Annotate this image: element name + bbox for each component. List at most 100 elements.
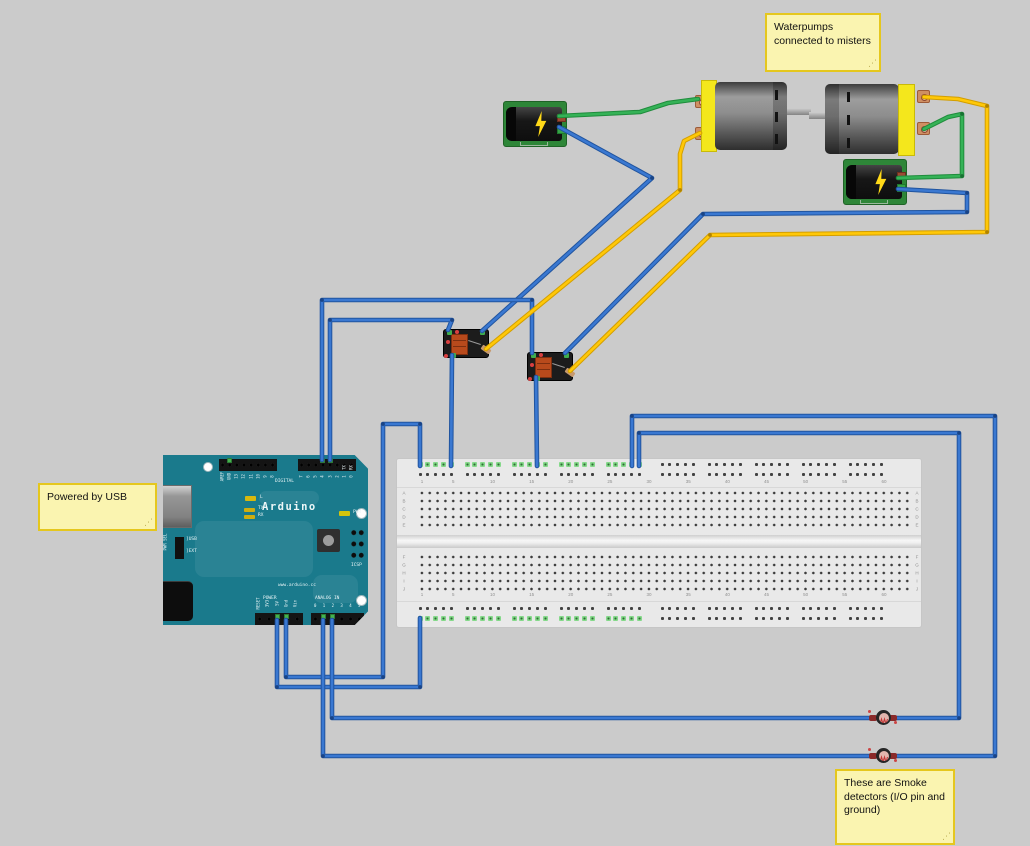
board-silkscreen-area bbox=[313, 575, 358, 603]
note-smoke-detectors[interactable]: These are Smoke detectors (I/O pin and g… bbox=[835, 769, 955, 845]
breadboard-label: F bbox=[915, 554, 919, 560]
lead-bend bbox=[868, 710, 871, 713]
wire-bendpoint[interactable] bbox=[965, 210, 969, 214]
wire-bendpoint[interactable] bbox=[985, 230, 989, 234]
wire-bendpoint[interactable] bbox=[701, 212, 705, 216]
wire-bendpoint[interactable] bbox=[708, 233, 712, 237]
photoresistor-1[interactable] bbox=[868, 710, 897, 726]
photoresistor1-leg[interactable] bbox=[889, 715, 897, 721]
power-section-label: POWER bbox=[263, 596, 277, 601]
wire-bendpoint[interactable] bbox=[418, 422, 422, 426]
reset-button-cap[interactable] bbox=[323, 535, 334, 546]
wire-photoresistor2-to-rail[interactable] bbox=[630, 414, 997, 758]
wire-bendpoint[interactable] bbox=[957, 431, 961, 435]
relay2-pad-common[interactable] bbox=[564, 353, 569, 358]
wire-bendpoint[interactable] bbox=[993, 754, 997, 758]
breadboard-grid-rows-f-j[interactable] bbox=[418, 553, 912, 593]
relay1-pad-unused[interactable] bbox=[446, 340, 450, 344]
led-pwr-label: PWR bbox=[353, 510, 362, 515]
breadboard-label: 5 bbox=[452, 479, 455, 484]
breadboard-label: B bbox=[915, 498, 919, 504]
wire-relay2-to-rail[interactable] bbox=[534, 375, 539, 468]
wire-bendpoint[interactable] bbox=[957, 716, 961, 720]
wire-relay1-to-rail[interactable] bbox=[449, 353, 454, 468]
wire-a2-to-photoresistor1[interactable] bbox=[330, 618, 871, 720]
relay2-pad-unused[interactable] bbox=[530, 363, 534, 367]
breadboard-label: 15 bbox=[529, 592, 535, 597]
wire-a2-to-photoresistor1[interactable] bbox=[329, 617, 872, 721]
note-waterpumps[interactable]: Waterpumps connected to misters ⋰ bbox=[765, 13, 881, 72]
battery-2[interactable] bbox=[843, 159, 907, 205]
digital-header-left[interactable] bbox=[219, 459, 277, 471]
wire-pin3-to-relay1[interactable] bbox=[328, 318, 454, 462]
wire-5v-to-rail[interactable] bbox=[275, 616, 422, 689]
icsp-header[interactable] bbox=[350, 527, 365, 561]
wire-photoresistor2-to-rail[interactable] bbox=[629, 413, 998, 759]
photoresistor-2[interactable] bbox=[868, 748, 897, 764]
wire-photoresistor1-to-rail[interactable] bbox=[636, 430, 962, 721]
wire-bendpoint[interactable] bbox=[960, 112, 964, 116]
arduino-board[interactable]: ICSP Arduino DIGITAL www.arduino.cc POWE… bbox=[163, 455, 368, 625]
wire-pin3-to-relay1[interactable] bbox=[327, 317, 455, 463]
breadboard-label: 25 bbox=[607, 592, 613, 597]
wire-bendpoint[interactable] bbox=[320, 298, 324, 302]
breadboard-grid-rows-a-e[interactable] bbox=[418, 489, 912, 529]
photoresistor2-leg[interactable] bbox=[889, 753, 897, 759]
wire-motor1-to-relay1[interactable] bbox=[484, 131, 702, 351]
wire-bendpoint[interactable] bbox=[330, 716, 334, 720]
wire-bendpoint[interactable] bbox=[381, 422, 385, 426]
wire-bendpoint[interactable] bbox=[530, 298, 534, 302]
relay1-pad-unused[interactable] bbox=[455, 330, 459, 334]
note-resize-handle[interactable]: ⋰ bbox=[942, 831, 951, 842]
wire-battery1-to-motor1[interactable] bbox=[557, 97, 700, 118]
digital-header-right[interactable] bbox=[298, 459, 356, 471]
wire-bendpoint[interactable] bbox=[418, 685, 422, 689]
dc-motor-1[interactable] bbox=[695, 78, 813, 154]
relay2-pad-unused[interactable] bbox=[539, 353, 543, 357]
power-jack[interactable] bbox=[163, 581, 193, 621]
breadboard-label: 35 bbox=[685, 592, 691, 597]
wire-photoresistor1-to-rail[interactable] bbox=[637, 431, 961, 720]
wire-bendpoint[interactable] bbox=[275, 685, 279, 689]
wire-bendpoint[interactable] bbox=[965, 191, 969, 195]
wire-bendpoint[interactable] bbox=[381, 675, 385, 679]
wire-bendpoint[interactable] bbox=[650, 176, 654, 180]
wire-gnd-to-rail[interactable] bbox=[284, 422, 422, 679]
wire-bendpoint[interactable] bbox=[678, 188, 682, 192]
note-resize-handle[interactable]: ⋰ bbox=[144, 517, 153, 528]
note-powered-by-usb[interactable]: Powered by USB ⋰ bbox=[38, 483, 157, 531]
wire-bendpoint[interactable] bbox=[284, 675, 288, 679]
photoresistor1-leg[interactable] bbox=[869, 715, 877, 721]
wire-battery2-to-relay2[interactable] bbox=[563, 187, 969, 355]
wire-pin4-to-relay2[interactable] bbox=[319, 297, 535, 463]
relay2-pad-coil1[interactable] bbox=[531, 353, 536, 358]
reset-button[interactable] bbox=[317, 529, 340, 552]
wire-bendpoint[interactable] bbox=[321, 754, 325, 758]
wire-bendpoint[interactable] bbox=[328, 318, 332, 322]
wire-motor2-to-relay2[interactable] bbox=[568, 95, 989, 373]
dc-motor-2[interactable] bbox=[809, 82, 930, 158]
wire-bendpoint[interactable] bbox=[993, 414, 997, 418]
led-tx-label: TX bbox=[258, 506, 264, 511]
motor2-vent bbox=[847, 92, 850, 102]
wire-bendpoint[interactable] bbox=[960, 174, 964, 178]
breadboard-label: A bbox=[402, 490, 406, 496]
relay2-pad-unused[interactable] bbox=[528, 377, 532, 381]
wire-bendpoint[interactable] bbox=[450, 318, 454, 322]
wire-motor1-to-relay1[interactable] bbox=[483, 130, 703, 352]
wire-pin4-to-relay2[interactable] bbox=[320, 298, 534, 462]
wire-bendpoint[interactable] bbox=[630, 414, 634, 418]
photoresistor2-leg[interactable] bbox=[869, 753, 877, 759]
note-resize-handle[interactable]: ⋰ bbox=[868, 58, 877, 69]
relay1-pad-coil1[interactable] bbox=[447, 330, 452, 335]
wire-motor2-to-battery2[interactable] bbox=[895, 111, 965, 181]
relay1-pad-unused[interactable] bbox=[444, 354, 448, 358]
wire-bendpoint[interactable] bbox=[637, 431, 641, 435]
pwr-sel-jumper[interactable] bbox=[175, 537, 184, 559]
motor1-shaft bbox=[787, 108, 811, 115]
lead-bend bbox=[894, 759, 897, 762]
wire-bendpoint[interactable] bbox=[985, 104, 989, 108]
usb-connector[interactable] bbox=[163, 485, 192, 528]
wire-gnd-to-rail[interactable] bbox=[283, 421, 423, 680]
